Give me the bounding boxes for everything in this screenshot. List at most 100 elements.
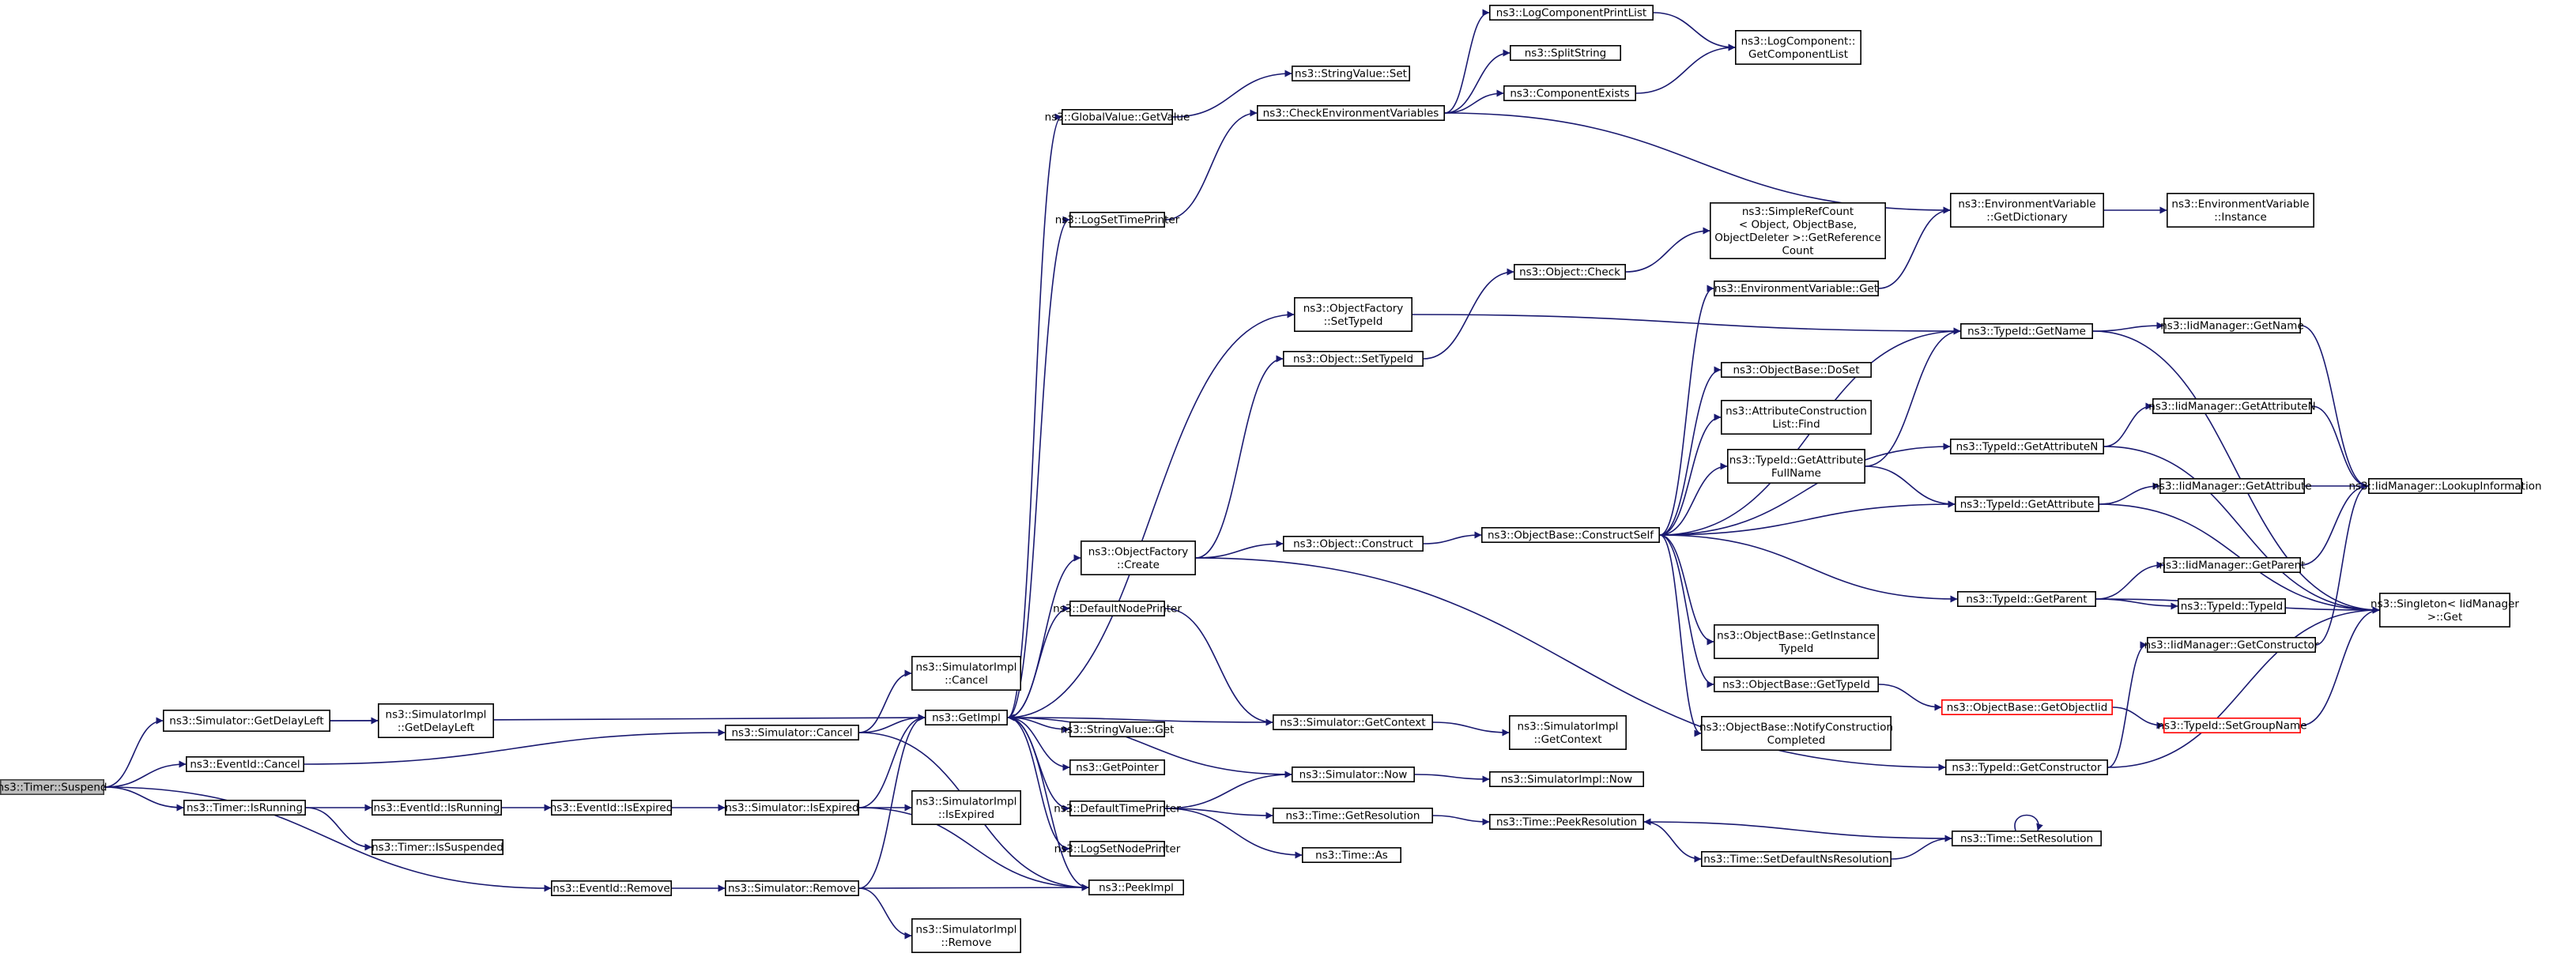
node-objectbase-notifyconstruction[interactable]: ns3::ObjectBase::NotifyConstructionCompl… (1699, 715, 1893, 751)
edge-sim_remove-to-peekimpl (858, 884, 1089, 891)
node-label-line: ns3::SimulatorImpl (916, 923, 1017, 936)
node-iidmanager-lookupinfo[interactable]: ns3::IidManager::LookupInformation (2348, 477, 2542, 494)
node-simimpl-getdelayleft[interactable]: ns3::SimulatorImpl::GetDelayLeft (377, 703, 494, 738)
node-time-setdefaultnsres[interactable]: ns3::Time::SetDefaultNsResolution (1701, 851, 1892, 868)
node-envvar-get[interactable]: ns3::EnvironmentVariable::Get (1714, 280, 1880, 296)
node-label-line: ns3::TypeId::GetConstructor (1952, 762, 2102, 774)
node-sim-now[interactable]: ns3::Simulator::Now (1292, 766, 1416, 782)
node-time-getresolution[interactable]: ns3::Time::GetResolution (1273, 807, 1434, 823)
node-timer-issuspended[interactable]: ns3::Timer::IsSuspended (371, 839, 504, 856)
node-label-line: ns3::EnvironmentVariable (2171, 198, 2309, 210)
node-typeid-getparent[interactable]: ns3::TypeId::GetParent (1957, 590, 2097, 607)
node-objectbase-getobjectiid[interactable]: ns3::ObjectBase::GetObjectIid (1941, 699, 2114, 715)
node-sim-remove[interactable]: ns3::Simulator::Remove (724, 880, 859, 897)
node-objectbase-constructself[interactable]: ns3::ObjectBase::ConstructSelf (1481, 526, 1661, 543)
node-eventid-isrunning[interactable]: ns3::EventId::IsRunning (371, 799, 502, 816)
node-logcomponentprintlist[interactable]: ns3::LogComponentPrintList (1489, 5, 1654, 21)
node-simimpl-now[interactable]: ns3::SimulatorImpl::Now (1489, 770, 1645, 787)
node-box (1721, 399, 1873, 435)
edge-time_getresolution-to-time_peekresolution (1432, 815, 1490, 826)
node-time-setresolution[interactable]: ns3::Time::SetResolution (1952, 831, 2103, 847)
node-envvar-instance[interactable]: ns3::EnvironmentVariable::Instance (2167, 193, 2315, 228)
node-typeid-getattributen[interactable]: ns3::TypeId::GetAttributeN (1950, 438, 2105, 454)
node-objectfactory-create[interactable]: ns3::ObjectFactory::Create (1081, 540, 1197, 575)
edge-checkenvvars-to-logcomponentprintlist (1444, 9, 1490, 114)
node-label-line: ns3::Simulator::Cancel (731, 727, 852, 740)
node-label-line: ns3::GlobalValue::GetValue (1045, 111, 1190, 124)
node-stringvalue-set[interactable]: ns3::StringValue::Set (1292, 66, 1411, 82)
node-componentexists[interactable]: ns3::ComponentExists (1503, 85, 1637, 102)
edge-typeid_getparent-to-iidmanager_getparent (2095, 561, 2164, 600)
node-defaulttimeprinter[interactable]: ns3::DefaultTimePrinter (1054, 800, 1181, 816)
node-getimpl[interactable]: ns3::GetImpl (925, 709, 1009, 725)
node-checkenvvars[interactable]: ns3::CheckEnvironmentVariables (1257, 105, 1446, 122)
edge-iidmanager_getconstructor-to-iidmanager_lookupinfo (2315, 482, 2369, 646)
node-eventid-isexpired[interactable]: ns3::EventId::IsExpired (550, 799, 673, 816)
node-objectbase-doset[interactable]: ns3::ObjectBase::DoSet (1721, 361, 1873, 378)
node-simimpl-remove[interactable]: ns3::SimulatorImpl::Remove (911, 918, 1022, 954)
node-object-check[interactable]: ns3::Object::Check (1514, 263, 1627, 280)
edge-logsettimeprinter-to-checkenvvars (1164, 109, 1258, 220)
node-label-line: ::Remove (941, 936, 992, 949)
node-sim-isexpired[interactable]: ns3::Simulator::IsExpired (724, 799, 859, 816)
node-label-line: ns3::PeekImpl (1099, 882, 1174, 895)
edge-sim_cancel-to-getimpl (858, 714, 926, 733)
node-objectbase-gettypeid[interactable]: ns3::ObjectBase::GetTypeId (1714, 676, 1880, 692)
node-label-line: ns3::IidManager::GetAttribute (2152, 480, 2311, 493)
node-globalvalue-getvalue[interactable]: ns3::GlobalValue::GetValue (1045, 109, 1190, 126)
node-label-line: ::GetContext (1533, 733, 1601, 746)
node-label-line: ns3::Object::Check (1519, 266, 1620, 279)
node-label-line: FullName (1771, 467, 1821, 480)
node-iidmanager-getattributen[interactable]: ns3::IidManager::GetAttributeN (2148, 397, 2316, 414)
node-logcomponent-getlist[interactable]: ns3::LogComponent::GetComponentList (1735, 29, 1862, 66)
node-timer-isrunning[interactable]: ns3::Timer::IsRunning (183, 799, 306, 816)
edge-getimpl-to-objectfactory_settypeid (1007, 311, 1295, 718)
node-object-construct[interactable]: ns3::Object::Construct (1283, 535, 1424, 552)
node-typeid-getconstructor[interactable]: ns3::TypeId::GetConstructor (1945, 759, 2109, 775)
node-box (1069, 800, 1166, 816)
node-splitstring[interactable]: ns3::SplitString (1510, 44, 1622, 61)
node-box (183, 799, 306, 816)
node-simimpl-getcontext[interactable]: ns3::SimulatorImpl::GetContext (1509, 714, 1627, 750)
node-iidmanager-getattribute[interactable]: ns3::IidManager::GetAttribute (2152, 477, 2312, 494)
node-label-line: ns3::TypeId::GetName (1967, 326, 2086, 338)
node-sim-cancel[interactable]: ns3::Simulator::Cancel (724, 724, 859, 740)
node-box (377, 703, 494, 738)
node-time-as[interactable]: ns3::Time::As (1302, 847, 1402, 864)
node-typeid-typeid[interactable]: ns3::TypeId::TypeId (2178, 597, 2287, 614)
node-typeid-getname[interactable]: ns3::TypeId::GetName (1960, 322, 2094, 339)
node-sim-getdelayleft[interactable]: ns3::Simulator::GetDelayLeft (163, 709, 330, 732)
node-timer-suspend[interactable]: ns3::Timer::Suspend (0, 778, 107, 795)
node-simplerefcount[interactable]: ns3::SimpleRefCount< Object, ObjectBase,… (1710, 202, 1887, 259)
node-label-line: ns3::EventId::IsRunning (374, 802, 500, 815)
node-time-peekresolution[interactable]: ns3::Time::PeekResolution (1489, 814, 1645, 831)
node-label-line: ns3::TypeId::SetGroupName (2157, 720, 2306, 733)
node-eventid-remove[interactable]: ns3::EventId::Remove (550, 880, 672, 897)
node-simimpl-cancel[interactable]: ns3::SimulatorImpl::Cancel (911, 655, 1022, 691)
node-typeid-setgroupname[interactable]: ns3::TypeId::SetGroupName (2157, 717, 2307, 733)
node-object-settypeid[interactable]: ns3::Object::SetTypeId (1283, 350, 1424, 367)
node-iidmanager-getname[interactable]: ns3::IidManager::GetName (2160, 317, 2304, 333)
node-iidmanager-getconstructor[interactable]: ns3::IidManager::GetConstructor (2144, 636, 2319, 653)
node-logsettimeprinter[interactable]: ns3::LogSetTimePrinter (1055, 211, 1180, 228)
node-eventid-cancel[interactable]: ns3::EventId::Cancel (186, 755, 304, 772)
node-peekimpl[interactable]: ns3::PeekImpl (1088, 880, 1185, 896)
node-defaultnodeprinter[interactable]: ns3::DefaultNodePrinter (1053, 600, 1182, 616)
node-envvar-getdictionary[interactable]: ns3::EnvironmentVariable::GetDictionary (1950, 193, 2105, 228)
node-getpointer[interactable]: ns3::GetPointer (1069, 759, 1166, 775)
node-box (1957, 590, 2097, 607)
node-typeid-getattribute[interactable]: ns3::TypeId::GetAttribute (1955, 495, 2100, 512)
node-stringvalue-get[interactable]: ns3::StringValue::Get (1061, 721, 1175, 737)
node-simimpl-isexpired[interactable]: ns3::SimulatorImpl::IsExpired (911, 789, 1022, 825)
node-singleton-get[interactable]: ns3::Singleton< IidManager >::Get (2370, 592, 2519, 627)
node-iidmanager-getparent[interactable]: ns3::IidManager::GetParent (2159, 556, 2306, 573)
node-sim-getcontext[interactable]: ns3::Simulator::GetContext (1273, 714, 1434, 730)
node-logsetnodeprinter[interactable]: ns3::LogSetNodePrinter (1054, 841, 1181, 857)
node-label-line: ns3::Time::PeekResolution (1496, 816, 1637, 829)
node-objectfactory-settypeid[interactable]: ns3::ObjectFactory::SetTypeId (1294, 296, 1413, 332)
node-box (371, 839, 504, 856)
